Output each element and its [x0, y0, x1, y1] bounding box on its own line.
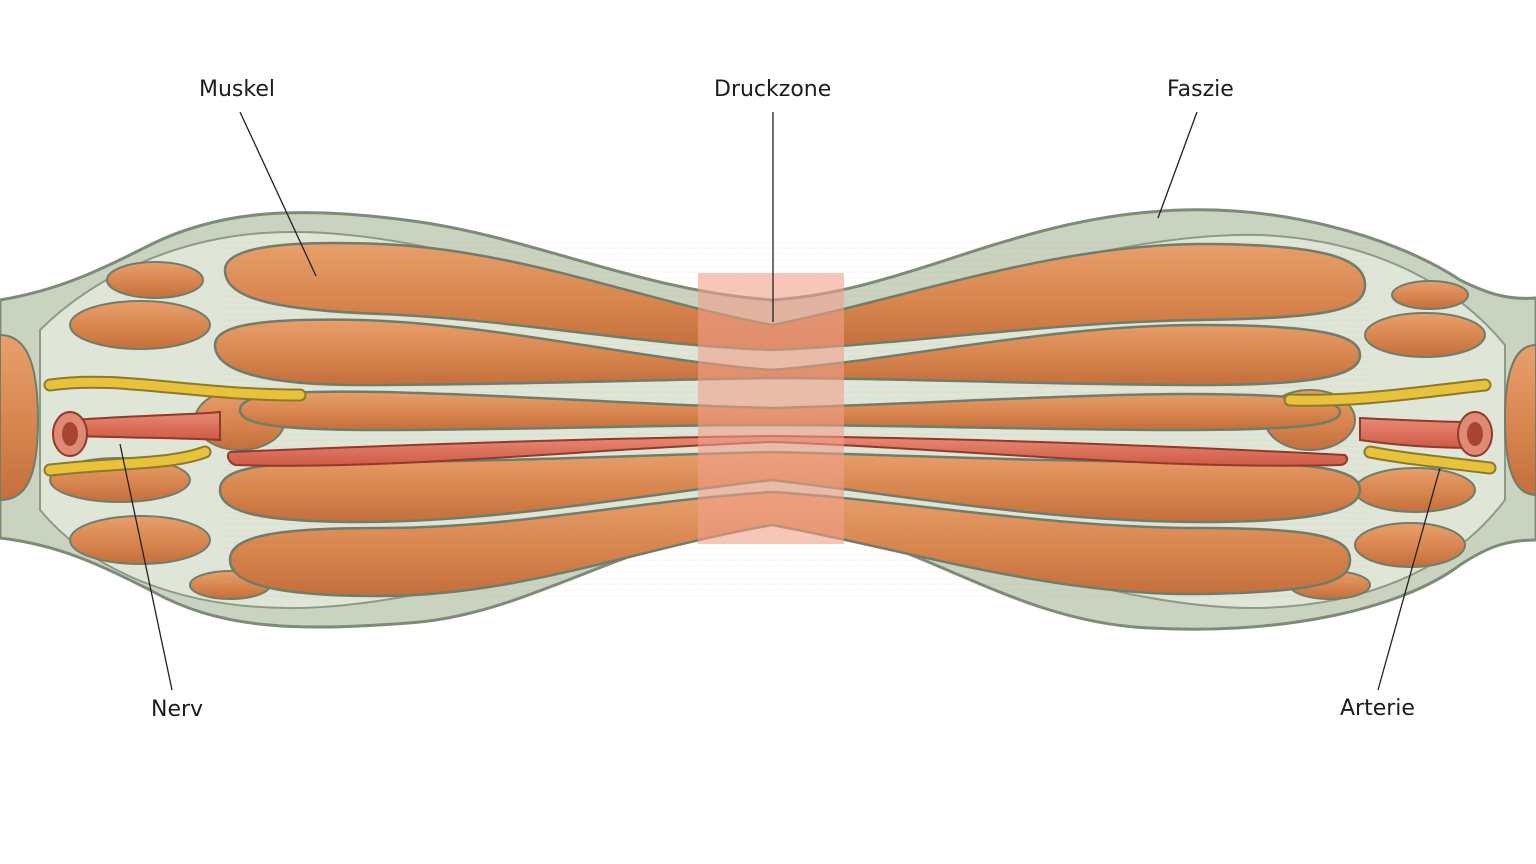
leader-faszie	[1157, 111, 1198, 219]
leader-lines	[119, 111, 1441, 691]
label-muscle: Muskel	[199, 77, 275, 102]
edge-muscle-left	[0, 333, 40, 502]
edge-muscle-right	[1503, 343, 1536, 497]
leader-arterie	[1377, 467, 1441, 691]
leader-muskel	[239, 111, 317, 277]
label-compression-zone: Druckzone	[714, 77, 832, 102]
label-fascia: Faszie	[1167, 77, 1234, 102]
label-nerve: Nerv	[151, 697, 204, 722]
leader-nerv	[119, 443, 173, 691]
label-artery: Arterie	[1340, 696, 1415, 721]
artery	[52, 410, 1493, 467]
nerve-left	[43, 375, 307, 477]
nerve-right	[1283, 378, 1497, 475]
compression-zone	[698, 273, 844, 544]
